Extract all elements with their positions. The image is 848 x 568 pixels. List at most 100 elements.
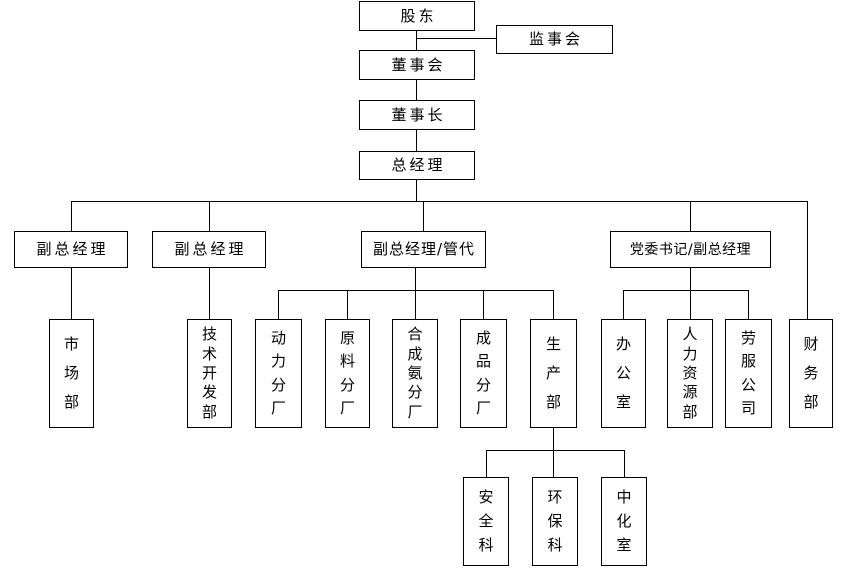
node-label: 总经理 — [391, 156, 446, 174]
node-production-dept: 生产部 — [530, 319, 577, 428]
vertical-char: 劳 — [740, 329, 756, 348]
node-label: 董事会 — [391, 55, 446, 74]
connector-line — [748, 290, 749, 319]
node-hr-dept: 人力资源部 — [667, 319, 713, 428]
node-central-chemical-lab: 中化室 — [601, 477, 647, 566]
vertical-char: 部 — [201, 402, 217, 421]
connector-line — [209, 201, 210, 231]
node-safety-section: 安全科 — [463, 477, 509, 566]
vertical-char: 成 — [407, 344, 423, 363]
node-tech-development-dept: 技术开发部 — [187, 319, 232, 428]
vertical-char: 办 — [615, 335, 631, 353]
vertical-char: 分 — [475, 375, 491, 394]
vertical-char: 安 — [478, 488, 494, 506]
node-label: 股东 — [400, 6, 437, 25]
vertical-char: 部 — [682, 402, 698, 421]
vertical-char: 分 — [270, 375, 286, 394]
vertical-char: 公 — [615, 364, 631, 382]
connector-line — [553, 290, 554, 319]
node-finished-product-branch: 成品分厂 — [460, 319, 507, 428]
connector-line — [71, 201, 808, 202]
vertical-char: 技 — [201, 325, 217, 344]
vertical-char: 财 — [803, 335, 819, 353]
node-environmental-protection-section: 环保科 — [532, 477, 578, 566]
vertical-char: 术 — [201, 344, 217, 363]
connector-line — [483, 290, 484, 319]
connector-line — [209, 268, 210, 319]
vertical-char: 厂 — [475, 398, 491, 417]
node-deputy-gm-2: 副总经理 — [152, 231, 266, 268]
node-deputy-gm-mgmt-rep: 副总经理/管代 — [361, 231, 486, 268]
connector-line — [690, 268, 691, 290]
vertical-char: 场 — [63, 364, 79, 382]
vertical-char: 品 — [475, 352, 491, 371]
vertical-char: 中 — [616, 488, 632, 506]
node-supervisory-board: 监事会 — [496, 25, 613, 54]
vertical-char: 发 — [201, 383, 217, 402]
vertical-char: 司 — [740, 398, 756, 417]
connector-line — [553, 450, 554, 477]
node-general-manager: 总经理 — [359, 151, 475, 180]
vertical-char: 全 — [478, 512, 494, 530]
vertical-char: 分 — [407, 383, 423, 402]
node-party-secretary-deputy-gm: 党委书记/副总经理 — [610, 231, 771, 268]
connector-line — [423, 201, 424, 231]
connector-line — [553, 428, 554, 450]
vertical-char: 厂 — [339, 398, 355, 417]
vertical-char: 市 — [63, 335, 79, 353]
vertical-char: 科 — [478, 536, 494, 554]
connector-line — [278, 290, 554, 291]
connector-line — [415, 268, 416, 290]
connector-line — [347, 290, 348, 319]
connector-line — [623, 290, 624, 319]
vertical-char: 化 — [616, 512, 632, 530]
node-office: 办公室 — [601, 319, 646, 428]
vertical-char: 室 — [616, 536, 632, 554]
vertical-char: 环 — [547, 488, 563, 506]
node-deputy-gm-1: 副总经理 — [14, 231, 128, 268]
vertical-char: 动 — [270, 329, 286, 348]
node-synthetic-ammonia-branch: 合成氨分厂 — [392, 319, 438, 428]
connector-line — [71, 201, 72, 231]
vertical-char: 厂 — [407, 402, 423, 421]
connector-line — [416, 180, 417, 201]
node-label: 副总经理/管代 — [372, 240, 476, 258]
connector-line — [624, 450, 625, 477]
vertical-char: 氨 — [407, 363, 423, 382]
vertical-char: 资 — [682, 363, 698, 382]
connector-line — [486, 450, 487, 477]
node-raw-material-branch: 原料分厂 — [325, 319, 370, 428]
vertical-char: 厂 — [270, 398, 286, 417]
vertical-char: 产 — [545, 364, 561, 382]
vertical-char: 力 — [682, 344, 698, 363]
vertical-char: 成 — [475, 329, 491, 348]
node-finance-dept: 财务部 — [789, 319, 833, 428]
connector-line — [623, 290, 749, 291]
vertical-char: 合 — [407, 325, 423, 344]
vertical-char: 部 — [803, 393, 819, 411]
connector-line — [690, 201, 691, 231]
vertical-char: 部 — [63, 393, 79, 411]
node-power-branch: 动力分厂 — [255, 319, 302, 428]
node-label: 副总经理 — [174, 240, 247, 258]
vertical-char: 科 — [547, 536, 563, 554]
connector-line — [416, 130, 417, 151]
connector-line — [416, 80, 417, 100]
connector-line — [278, 290, 279, 319]
vertical-char: 力 — [270, 352, 286, 371]
vertical-char: 分 — [339, 375, 355, 394]
node-label: 党委书记/副总经理 — [629, 241, 752, 258]
vertical-char: 部 — [545, 393, 561, 411]
connector-line — [416, 31, 417, 50]
connector-line — [415, 290, 416, 319]
node-chairman: 董事长 — [359, 100, 475, 130]
vertical-char: 室 — [615, 393, 631, 411]
node-label: 董事长 — [391, 105, 446, 124]
node-board-of-directors: 董事会 — [359, 50, 475, 80]
vertical-char: 生 — [545, 335, 561, 353]
connector-line — [417, 38, 496, 39]
connector-line — [71, 268, 72, 319]
vertical-char: 源 — [682, 383, 698, 402]
vertical-char: 保 — [547, 512, 563, 530]
connector-line — [807, 201, 808, 319]
